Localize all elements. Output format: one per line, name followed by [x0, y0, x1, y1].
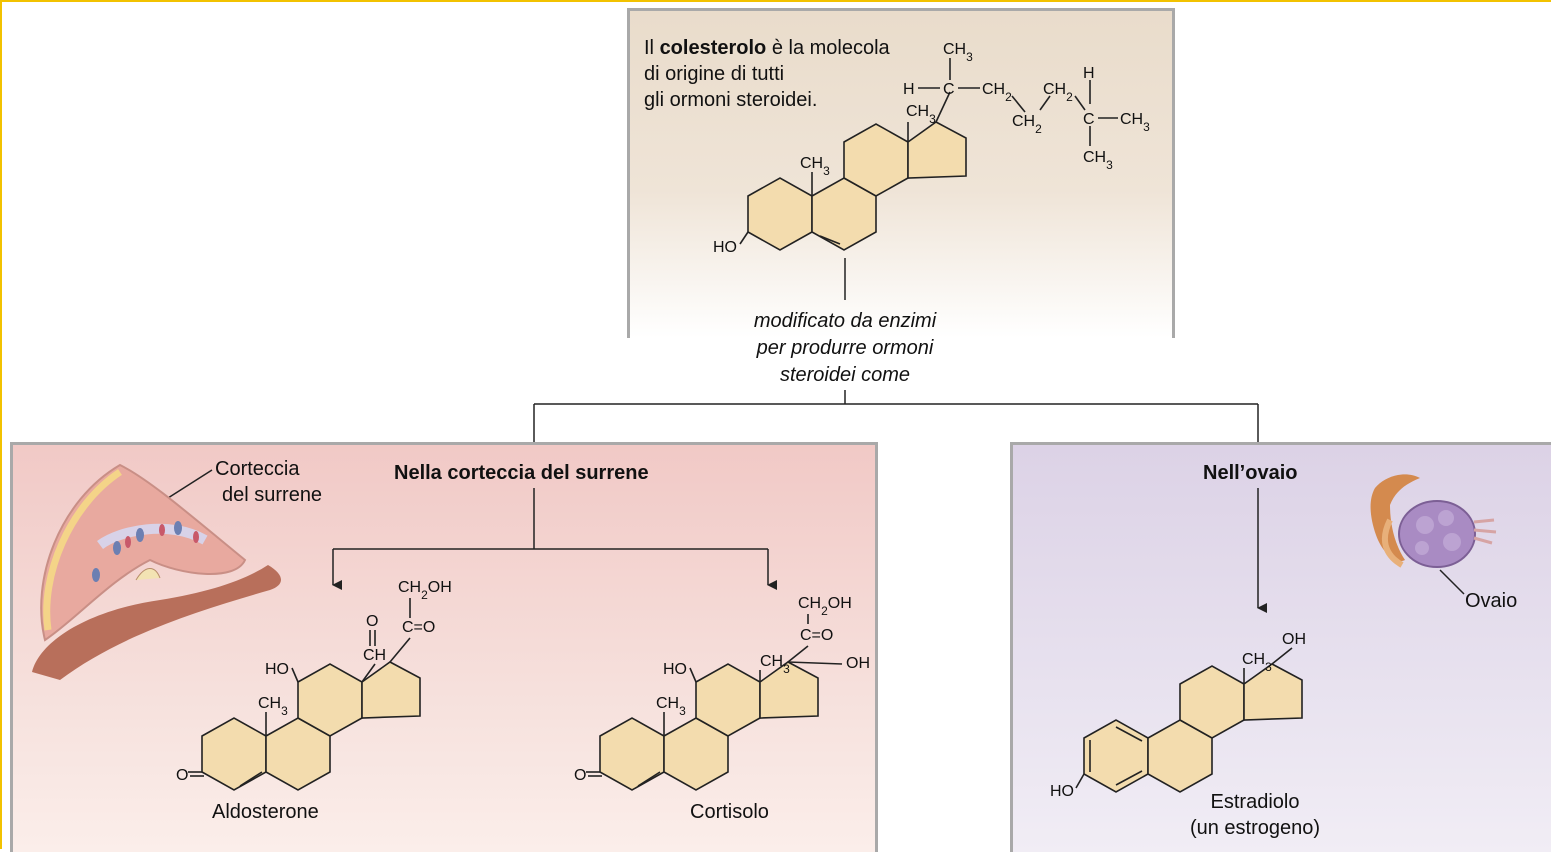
atom-label: HO — [713, 239, 737, 256]
bond — [739, 231, 749, 245]
atom-label: C — [943, 81, 955, 98]
modification-line-1: modificato da enzimi — [753, 310, 937, 332]
ring-d — [907, 121, 967, 179]
atom-label: CH3 — [1242, 651, 1272, 674]
ring-a — [1083, 719, 1149, 793]
ring-a — [599, 717, 665, 791]
atom-label: CH3 — [800, 155, 830, 178]
intro-line-2: di origine di tutti — [644, 63, 785, 85]
atom-label: CH3 — [1120, 111, 1150, 134]
ovary-callout-leader — [1439, 569, 1465, 595]
adrenal-title: Nella corteccia del surrene — [394, 462, 649, 484]
ring-d — [1243, 663, 1303, 721]
atom-label: CH2 — [982, 81, 1012, 104]
atom-label: O — [366, 613, 378, 630]
atom-label: C=O — [402, 619, 435, 636]
atom-label: C=O — [800, 627, 833, 644]
double-bond — [819, 235, 841, 245]
atom-label: OH — [846, 655, 870, 672]
atom-label: CH3 — [1083, 149, 1113, 172]
bond — [389, 637, 411, 663]
bond — [1074, 95, 1086, 111]
bond — [1271, 647, 1293, 665]
atom-label: HO — [265, 661, 289, 678]
bond — [361, 663, 376, 683]
bond — [935, 91, 951, 123]
product-aldosterone: Aldosterone — [212, 801, 319, 823]
intro-line-3: gli ormoni steroidei. — [644, 89, 818, 111]
flow-connectors — [167, 258, 1465, 613]
atom-label: HO — [663, 661, 687, 678]
atom-label: CH3 — [906, 103, 936, 126]
atom-label: H — [1083, 65, 1095, 82]
adrenal-callout-line-1: Corteccia — [215, 458, 300, 480]
bond — [787, 661, 843, 665]
bond — [1039, 95, 1051, 111]
intro-line-1: Il colesterolo è la molecola — [644, 37, 890, 59]
atom-label: CH — [363, 647, 386, 664]
ring-d — [361, 661, 421, 719]
aromatic-bond — [1115, 770, 1143, 786]
ovary-illustration — [1370, 474, 1497, 568]
atom-label: CH2 — [1012, 113, 1042, 136]
ovary-title: Nell’ovaio — [1203, 462, 1298, 484]
atom-label: H — [903, 81, 915, 98]
atom-label: CH3 — [656, 695, 686, 718]
cholesterol-term: colesterolo — [659, 37, 767, 59]
ring-d — [759, 661, 819, 719]
modification-line-3: steroidei come — [779, 364, 911, 386]
adrenal-gland-illustration — [32, 463, 282, 680]
estradiol-structure: HO CH3 OH — [1050, 631, 1306, 800]
atom-label: O — [176, 767, 188, 784]
bond — [689, 667, 697, 683]
product-cortisol: Cortisolo — [690, 801, 769, 823]
atom-label: OH — [1282, 631, 1306, 648]
ring-a — [747, 177, 813, 251]
atom-label: HO — [1050, 783, 1074, 800]
atom-label: CH2OH — [398, 579, 452, 602]
atom-label: CH3 — [943, 41, 973, 64]
atom-label: O — [574, 767, 586, 784]
adrenal-callout-leader — [167, 469, 213, 499]
bond — [291, 667, 299, 683]
atom-label: CH2OH — [798, 595, 852, 618]
aromatic-bond — [1115, 726, 1143, 742]
adrenal-callout-line-2: del surrene — [222, 484, 323, 506]
product-estradiol: Estradiolo — [1210, 791, 1300, 813]
bond — [787, 645, 809, 663]
double-bond — [239, 771, 263, 787]
double-bond — [637, 771, 661, 787]
aldosterone-structure: O CH3 HO CH O C=O CH2OH — [176, 579, 452, 791]
bond — [1075, 773, 1085, 789]
product-estradiol-note: (un estrogeno) — [1189, 817, 1321, 839]
bond — [1011, 95, 1026, 113]
modification-line-2: per produrre ormoni — [756, 337, 934, 359]
atom-label: C — [1083, 111, 1095, 128]
ring-a — [201, 717, 267, 791]
atom-label: CH3 — [258, 695, 288, 718]
ovary-callout: Ovaio — [1465, 590, 1518, 612]
